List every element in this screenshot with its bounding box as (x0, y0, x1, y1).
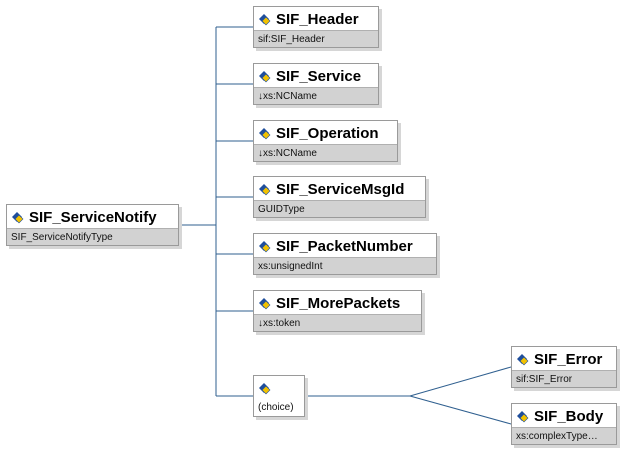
element-box-sif-header[interactable]: SIF_Header sif:SIF_Header (253, 6, 379, 48)
element-name: SIF_Header (276, 10, 359, 28)
element-icon (517, 411, 529, 423)
element-header: SIF_Operation (254, 121, 397, 145)
root-element-header: SIF_ServiceNotify (7, 205, 178, 229)
element-name: SIF_Error (534, 350, 603, 368)
element-type: sif:SIF_Error (512, 370, 616, 387)
element-box-sif-servicemsgid[interactable]: SIF_ServiceMsgId GUIDType (253, 176, 426, 218)
element-type: xs:complexType… (512, 427, 616, 444)
element-icon (259, 184, 271, 196)
element-box-sif-body[interactable]: SIF_Body xs:complexType… (511, 403, 617, 445)
element-name: SIF_Body (534, 407, 604, 425)
element-icon (259, 14, 271, 26)
element-header: SIF_Service (254, 64, 378, 88)
element-name: SIF_Operation (276, 124, 379, 142)
element-icon (12, 212, 24, 224)
element-name: SIF_PacketNumber (276, 237, 413, 255)
choice-label: (choice) (254, 399, 304, 416)
element-name: SIF_ServiceMsgId (276, 180, 405, 198)
element-icon (259, 298, 271, 310)
element-box-sif-operation[interactable]: SIF_Operation ↓xs:NCName (253, 120, 398, 162)
element-type: ↓xs:token (254, 314, 421, 331)
element-header: SIF_ServiceMsgId (254, 177, 425, 201)
element-header: SIF_MorePackets (254, 291, 421, 315)
branch-sif-body (409, 395, 512, 425)
root-element-type: SIF_ServiceNotifyType (7, 228, 178, 245)
element-icon (259, 241, 271, 253)
choice-compositor-box[interactable]: (choice) (253, 375, 305, 417)
element-type: ↓xs:NCName (254, 144, 397, 161)
branch-sif-error (409, 366, 512, 397)
element-type: xs:unsignedInt (254, 257, 436, 274)
choice-icon (259, 383, 271, 395)
choice-header (254, 376, 304, 400)
element-box-sif-packetnumber[interactable]: SIF_PacketNumber xs:unsignedInt (253, 233, 437, 275)
root-element-name: SIF_ServiceNotify (29, 208, 157, 226)
element-icon (517, 354, 529, 366)
element-box-sif-service[interactable]: SIF_Service ↓xs:NCName (253, 63, 379, 105)
element-type: ↓xs:NCName (254, 87, 378, 104)
element-header: SIF_Header (254, 7, 378, 31)
element-box-sif-morepackets[interactable]: SIF_MorePackets ↓xs:token (253, 290, 422, 332)
element-type: GUIDType (254, 200, 425, 217)
element-name: SIF_Service (276, 67, 362, 85)
element-name: SIF_MorePackets (276, 294, 401, 312)
root-element-box[interactable]: SIF_ServiceNotify SIF_ServiceNotifyType (6, 204, 179, 246)
element-header: SIF_Error (512, 347, 616, 371)
element-box-sif-error[interactable]: SIF_Error sif:SIF_Error (511, 346, 617, 388)
element-header: SIF_Body (512, 404, 616, 428)
element-icon (259, 128, 271, 140)
element-header: SIF_PacketNumber (254, 234, 436, 258)
element-icon (259, 71, 271, 83)
element-type: sif:SIF_Header (254, 30, 378, 47)
